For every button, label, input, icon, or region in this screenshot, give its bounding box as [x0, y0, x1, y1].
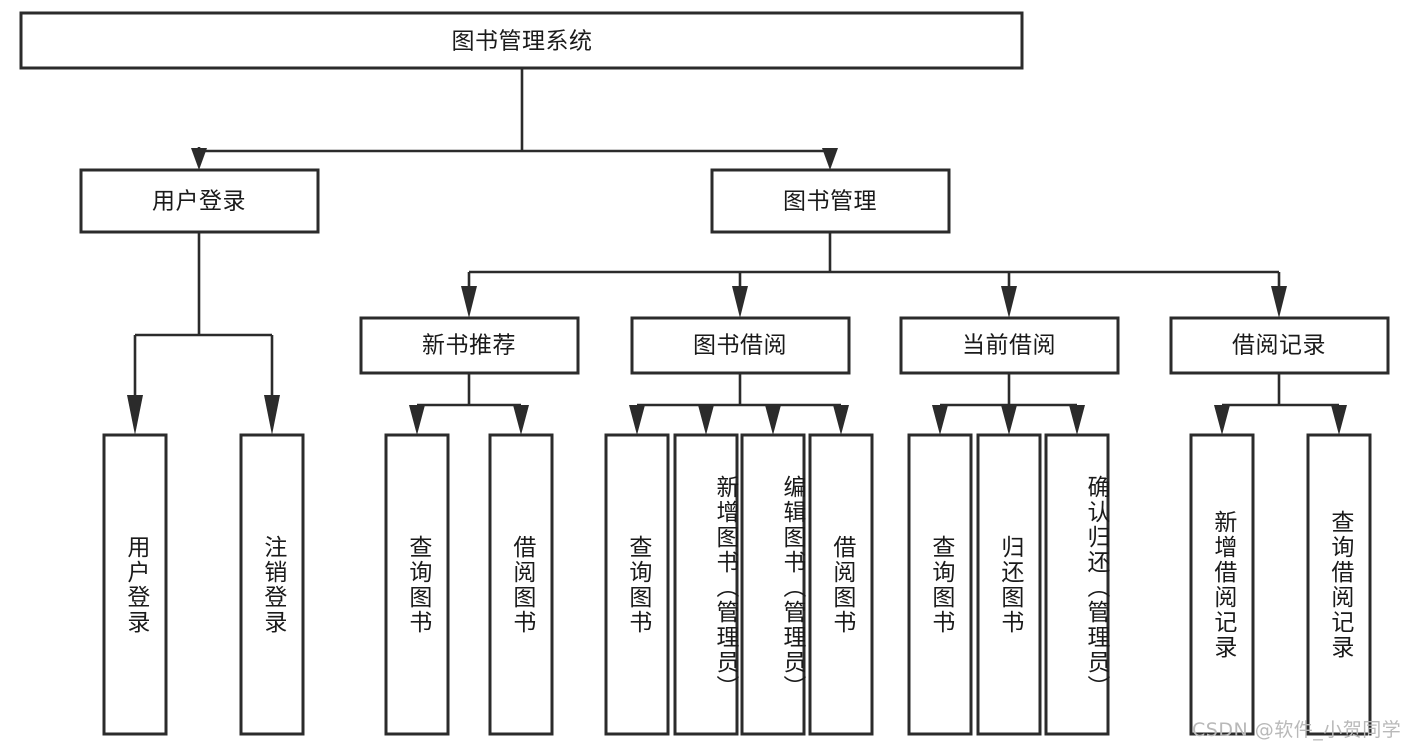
node-box-current-borrow[interactable] — [899, 316, 1120, 375]
node-box-leaf-query-book-3[interactable] — [907, 433, 973, 736]
connector-group-bookmgmt — [461, 232, 1287, 318]
node-box-leaf-borrow-book-2[interactable] — [808, 433, 874, 736]
node-label-new-book-recommend: 新书推荐 — [422, 333, 516, 359]
arrow-root-to-level1 — [191, 148, 838, 170]
arrowhead-leaf-logout — [264, 395, 280, 435]
node-box-leaf-query-book-1[interactable] — [384, 433, 450, 736]
node-box-leaf-edit-book[interactable] — [740, 433, 806, 736]
node-box-leaf-user-login[interactable] — [102, 433, 168, 736]
node-label-root: 图书管理系统 — [452, 29, 593, 55]
connector-group-bookborrow — [629, 373, 849, 435]
node-box-leaf-add-record[interactable] — [1189, 433, 1255, 736]
arrowhead-bookborrow — [732, 286, 748, 318]
arrowhead-bookmgmt — [822, 148, 838, 170]
node-box-leaf-query-book-2[interactable] — [604, 433, 670, 736]
arrowhead-bb-leaf1 — [629, 405, 645, 435]
arrowhead-leaf-user-login — [127, 395, 143, 435]
node-box-leaf-query-record[interactable] — [1306, 433, 1372, 736]
arrowhead-userlogin — [191, 148, 207, 170]
node-box-new-book-recommend[interactable] — [359, 316, 580, 375]
node-label-borrow-record: 借阅记录 — [1232, 333, 1326, 359]
node-box-leaf-borrow-book-1[interactable] — [488, 433, 554, 736]
node-box-leaf-logout[interactable] — [239, 433, 305, 736]
node-box-root[interactable] — [19, 11, 1024, 70]
arrowhead-cb-leaf1 — [932, 405, 948, 435]
node-label-book-borrow: 图书借阅 — [693, 333, 787, 359]
node-box-book-borrow[interactable] — [630, 316, 851, 375]
node-label-user-login: 用户登录 — [152, 189, 246, 215]
arrowhead-br-leaf2 — [1331, 405, 1347, 435]
arrowhead-currentborrow — [1001, 286, 1017, 318]
node-label-current-borrow: 当前借阅 — [962, 333, 1056, 359]
node-box-user-login[interactable] — [79, 168, 320, 234]
connector-group-borrowrecord — [1214, 373, 1347, 435]
node-box-leaf-add-book[interactable] — [673, 433, 739, 736]
arrowhead-bb-leaf3 — [765, 405, 781, 435]
connector-group-root — [197, 68, 832, 158]
arrowhead-nb-leaf2 — [513, 405, 529, 435]
node-box-leaf-confirm-return[interactable] — [1044, 433, 1110, 736]
arrowhead-newbook — [461, 286, 477, 318]
connector-group-currentborrow — [932, 373, 1085, 435]
connector-group-newbook — [409, 373, 529, 435]
node-box-leaf-return-book[interactable] — [976, 433, 1042, 736]
arrowhead-cb-leaf2 — [1001, 405, 1017, 435]
connector-group-userlogin — [127, 232, 280, 435]
arrowhead-bb-leaf4 — [833, 405, 849, 435]
arrowhead-bb-leaf2 — [698, 405, 714, 435]
arrowhead-borrowrecord — [1271, 286, 1287, 318]
csdn-watermark: CSDN @软件_小贺同学 — [1192, 719, 1402, 741]
node-box-book-management[interactable] — [710, 168, 951, 234]
node-label-book-management: 图书管理 — [783, 189, 877, 215]
arrowhead-nb-leaf1 — [409, 405, 425, 435]
node-box-borrow-record[interactable] — [1169, 316, 1390, 375]
arrowhead-br-leaf1 — [1214, 405, 1230, 435]
arrowhead-cb-leaf3 — [1069, 405, 1085, 435]
